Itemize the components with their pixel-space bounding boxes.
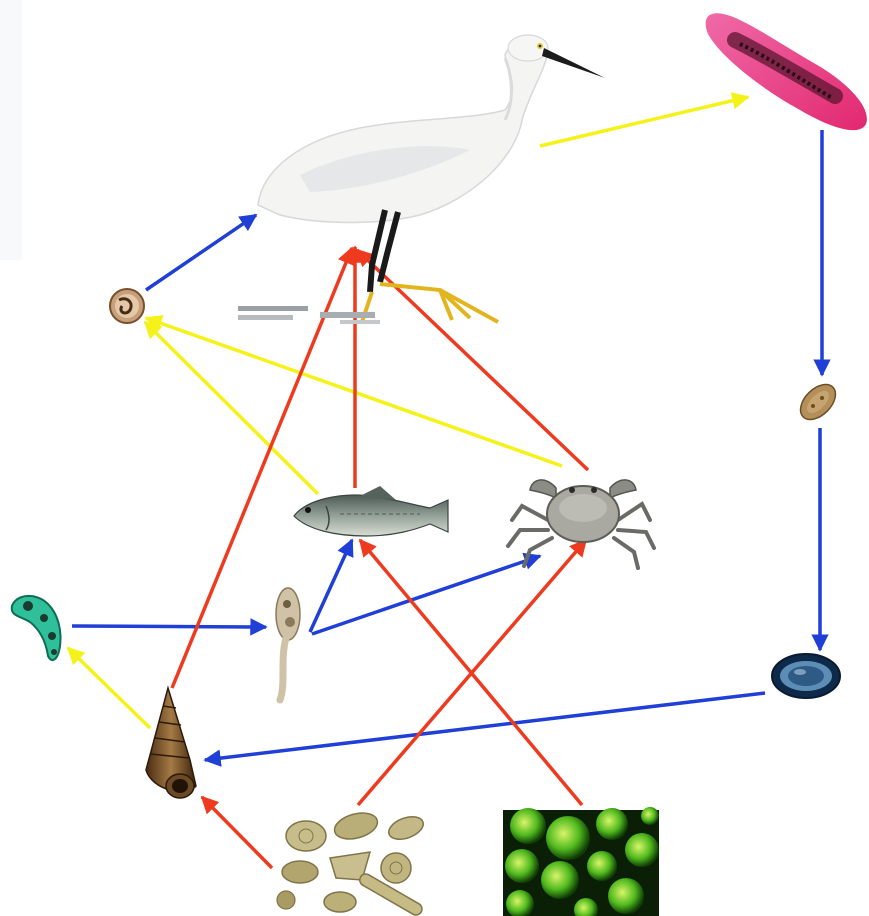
- arrow-crab-to-egret: [357, 250, 588, 470]
- arrow-metacercaria-to-egret: [146, 215, 256, 290]
- crab-icon: [508, 480, 654, 568]
- adult-fluke-icon: [706, 13, 867, 130]
- watermark-graphic: [0, 0, 22, 260]
- arrow-snail-to-redia: [68, 648, 150, 728]
- arrow-cercaria-to-crab: [312, 556, 540, 634]
- metacercaria-icon: [110, 289, 144, 323]
- egg-icon: [794, 378, 842, 426]
- snail-icon: [146, 688, 196, 798]
- arrow-egg-to-snail: [205, 693, 765, 760]
- arrow-redia-to-cercaria: [72, 626, 266, 627]
- green-algae-icon: [503, 807, 659, 916]
- arrow-diatoms-to-snail: [202, 797, 272, 868]
- embryonated-egg-icon: [772, 654, 840, 698]
- diatoms-icon: [277, 809, 426, 916]
- redia-icon: [12, 596, 61, 660]
- arrow-cercaria-to-fish: [310, 540, 352, 632]
- arrow-egret-to-fluke: [540, 97, 748, 146]
- cercaria-icon: [276, 588, 300, 700]
- egret-icon: [238, 35, 605, 324]
